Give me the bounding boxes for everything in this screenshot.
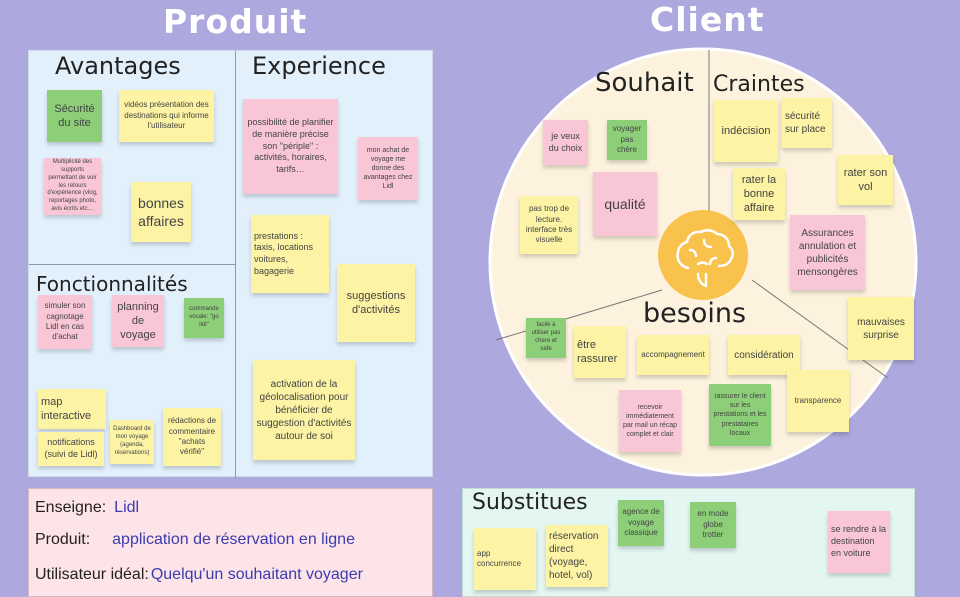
brain-icon [658,210,748,300]
sticky-note[interactable]: en mode globe trotter [690,502,736,548]
sticky-note[interactable]: sécurité sur place [782,98,832,148]
sticky-note[interactable]: notifications (suivi de Lidl) [38,432,104,466]
sticky-note[interactable]: prestations : taxis, locations voitures,… [251,215,329,293]
experience-heading: Experience [252,52,386,80]
enseigne-value: Lidl [114,499,140,516]
sticky-note[interactable]: qualité [593,172,657,236]
sticky-note[interactable]: Sécurité du site [47,90,102,142]
sticky-note[interactable]: mauvaises surprise [848,297,914,360]
craintes-heading: Craintes [713,72,805,97]
sticky-note[interactable]: rédactions de commentaire "achats vérifi… [163,408,221,466]
besoins-heading: besoins [643,298,747,329]
fonctionnalites-heading: Fonctionnalités [36,272,188,296]
sticky-note[interactable]: être rassurer [574,326,626,378]
sticky-note[interactable]: considération [728,335,800,375]
sticky-note[interactable]: rater son vol [838,155,893,205]
info-box: Enseigne: Lidl Produit: application de rés… [28,488,433,597]
sticky-note[interactable]: simuler son cagnotage Lidl en cas d'acha… [38,295,92,349]
sticky-note[interactable]: app concurrence [474,528,536,590]
sticky-note[interactable]: indécision [714,100,778,162]
produit-label: Produit: [35,531,91,548]
sticky-note[interactable]: recevoir immédiatement par mail un récap… [619,390,681,452]
produit-title: Produit [163,2,308,41]
sticky-note[interactable]: commande vocale: "go lidl" [184,298,224,338]
sticky-note[interactable]: agence de voyage classique [618,500,664,546]
sticky-note[interactable]: rater la bonne affaire [733,168,785,220]
sticky-note[interactable]: voyager pas chère [607,120,647,160]
sticky-note[interactable]: bonnes affaires [131,182,191,242]
sticky-note[interactable]: transparence [787,370,849,432]
sticky-note[interactable]: vidéos présentation des destinations qui… [119,90,214,142]
sticky-note[interactable]: accompagnement [637,335,709,375]
sticky-note[interactable]: possibilité de planifier de manière préc… [243,99,338,194]
enseigne-label: Enseigne: [35,499,107,516]
sticky-note[interactable]: je veux du choix [543,120,588,165]
souhait-heading: Souhait [595,68,694,98]
sticky-note[interactable]: rassurer le client sur les prestations e… [709,384,771,446]
sticky-note[interactable]: mon achat de voyage me donne des avantag… [358,137,418,200]
sticky-note[interactable]: facile à utiliser pas chere et safe [526,318,566,358]
sticky-note[interactable]: Assurances annulation et publicités mens… [790,215,865,290]
utilisateur-value: Quelqu'un souhaitant voyager [150,566,363,583]
avantages-heading: Avantages [55,52,181,80]
sticky-note[interactable]: Multiplicité des supports permettant de … [44,158,101,215]
client-title: Client [650,0,765,39]
sticky-note[interactable]: planning de voyage [112,295,164,347]
produit-value: application de réservation en ligne [112,531,355,548]
sticky-note[interactable]: map interactive [38,389,106,429]
divider [235,51,236,478]
utilisateur-label: Utilisateur idéal: [35,566,149,583]
sticky-note[interactable]: Dashboard de mon voyage (agenda, réserva… [110,420,154,464]
sticky-note[interactable]: pas trop de lecture. interface très visu… [520,196,578,254]
divider [29,264,235,265]
substitues-heading: Substitues [472,490,588,515]
sticky-note[interactable]: activation de la géolocalisation pour bé… [253,360,355,460]
sticky-note[interactable]: suggestions d'activités [337,264,415,342]
sticky-note[interactable]: réservation direct (voyage, hotel, vol) [546,525,608,587]
sticky-note[interactable]: se rendre à la destination en voiture [828,511,890,573]
